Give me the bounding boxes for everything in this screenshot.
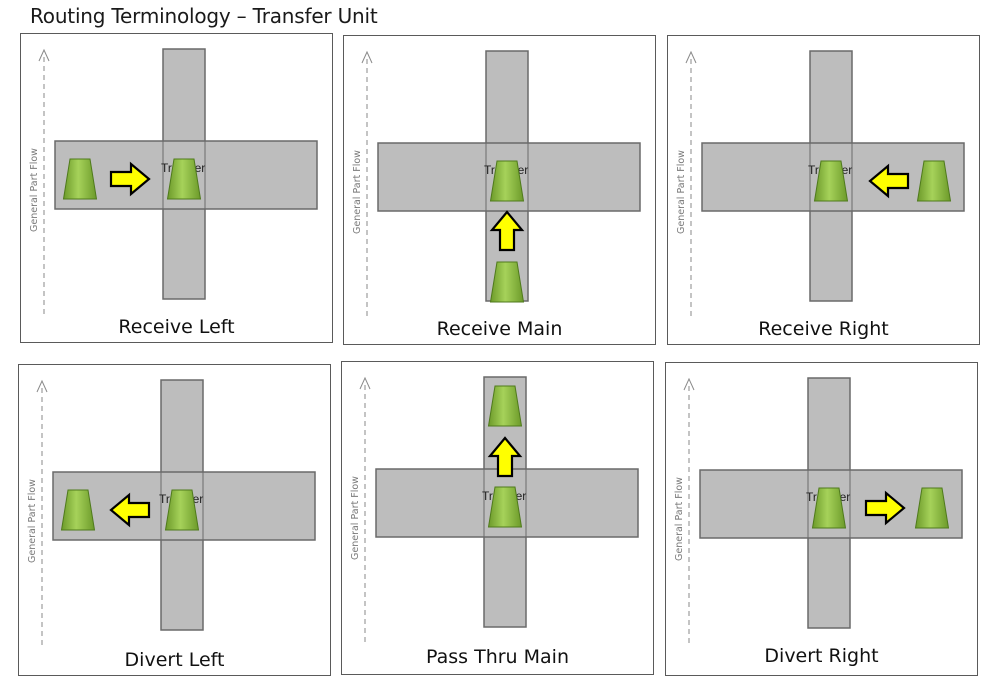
flow-direction-arrow <box>36 379 48 645</box>
diagram-canvas: General Part FlowTransfer <box>676 50 965 316</box>
panel-label: Divert Right <box>764 645 879 667</box>
panel-receive-main: General Part FlowTransfer Receive Main <box>343 35 656 345</box>
diagram-canvas: General Part FlowTransfer <box>352 50 641 316</box>
part-center <box>813 160 849 202</box>
flow-label: General Part Flow <box>350 476 361 560</box>
panel-receive-left: General Part FlowTransfer Receive Left <box>20 33 333 343</box>
panel-pass-thru-main: General Part FlowTransfer Pass Thru Main <box>341 361 654 675</box>
flow-direction-arrow <box>359 376 371 642</box>
flow-direction-arrow <box>361 50 373 316</box>
panel-divert-right: General Part FlowTransfer Divert Right <box>665 362 978 676</box>
part-center <box>164 489 200 531</box>
part-right <box>914 487 950 529</box>
panel-label: Divert Left <box>124 649 225 671</box>
part-left <box>62 158 98 200</box>
flow-label: General Part Flow <box>29 148 40 232</box>
panel-label: Receive Main <box>436 318 563 340</box>
diagram-canvas: General Part FlowTransfer <box>27 379 316 645</box>
diagram-canvas: General Part FlowTransfer <box>350 376 639 642</box>
page-title: Routing Terminology – Transfer Unit <box>30 4 378 28</box>
panel-receive-right: General Part FlowTransfer Receive Right <box>667 35 980 345</box>
part-center <box>487 486 523 528</box>
direction-arrow <box>487 436 523 478</box>
flow-label: General Part Flow <box>676 150 687 234</box>
flow-direction-arrow <box>38 48 50 314</box>
diagram-canvas: General Part FlowTransfer <box>674 377 963 643</box>
part-left <box>60 489 96 531</box>
direction-arrow <box>489 210 525 252</box>
panel-label: Receive Right <box>758 318 889 340</box>
diagram-canvas: General Part FlowTransfer <box>29 48 318 314</box>
direction-arrow <box>109 161 151 197</box>
direction-arrow <box>109 492 151 528</box>
flow-label: General Part Flow <box>27 479 38 563</box>
part-right <box>916 160 952 202</box>
flow-direction-arrow <box>683 377 695 643</box>
direction-arrow <box>864 490 906 526</box>
flow-label: General Part Flow <box>352 150 363 234</box>
part-center <box>166 158 202 200</box>
flow-direction-arrow <box>685 50 697 316</box>
panel-label: Receive Left <box>118 316 235 338</box>
part-center <box>811 487 847 529</box>
direction-arrow <box>868 163 910 199</box>
part-bottom <box>489 261 525 303</box>
flow-label: General Part Flow <box>674 477 685 561</box>
panel-label: Pass Thru Main <box>426 646 569 668</box>
part-center <box>489 160 525 202</box>
part-top <box>487 385 523 427</box>
panel-divert-left: General Part FlowTransfer Divert Left <box>18 364 331 676</box>
